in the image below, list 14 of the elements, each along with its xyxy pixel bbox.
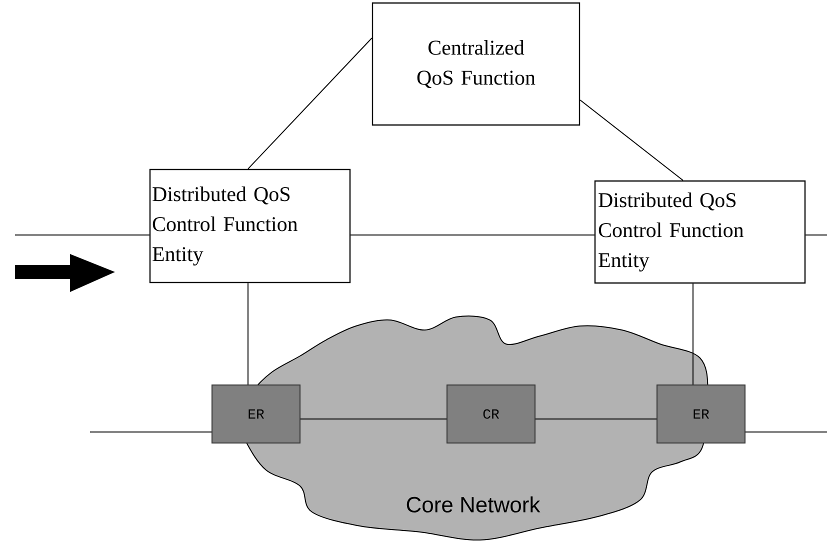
connector-line (14, 234, 150, 236)
connector-line (248, 38, 372, 170)
router-box: CR (446, 384, 536, 444)
function-box: Centralized QoS Function (372, 2, 580, 126)
connector-line (692, 283, 694, 385)
connector-line (350, 234, 595, 236)
connector-line (535, 418, 657, 420)
router-box: ER (212, 384, 300, 444)
function-box: Distributed QoS Control Function Entity (594, 180, 806, 284)
connector-line (300, 418, 447, 420)
function-box: Distributed QoS Control Function Entity (149, 168, 351, 284)
connector-line (805, 234, 827, 236)
router-box: ER (656, 384, 746, 444)
connector-line (580, 100, 684, 181)
